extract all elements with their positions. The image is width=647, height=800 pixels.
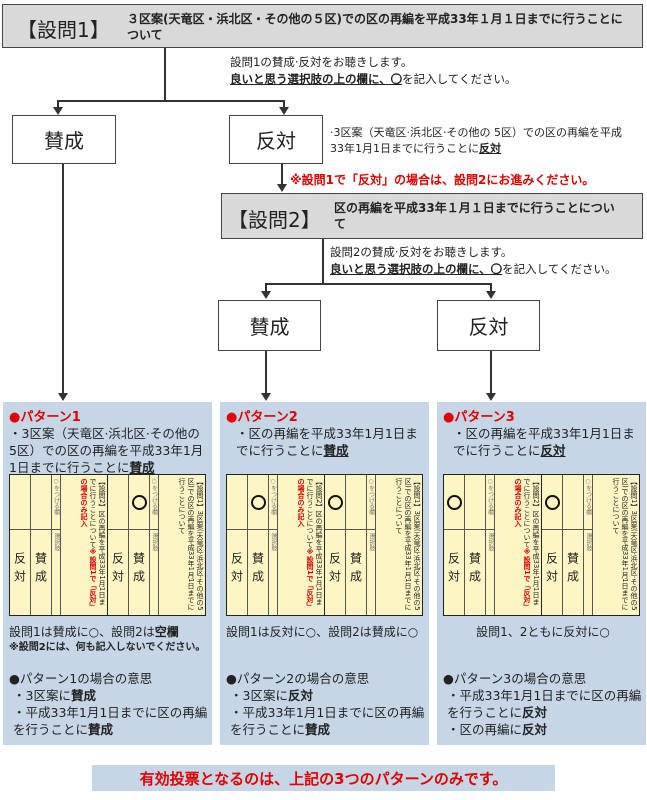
- pattern-title: ●パターン2: [226, 410, 298, 425]
- question-2-text: 区の再編を平成33年１月１日までに行うことについて: [334, 201, 615, 231]
- ballot-yes-column[interactable]: 賛成: [248, 475, 269, 615]
- ballot-question-1: 反対賛成 ○をつける欄選択肢 【設問1】3区案(天竜区·浜北区·その他の5区)で…: [325, 475, 422, 615]
- question-2-label: 【設問2】: [228, 208, 321, 232]
- circle-mark-icon: [544, 494, 560, 510]
- ballot-q2-note: ※設問1で「反対」の場合のみ記入: [514, 478, 531, 610]
- ballot-yes-column[interactable]: 賛成: [31, 475, 52, 615]
- ballot-no-column[interactable]: 反対: [108, 475, 129, 615]
- ballot-example: 反対賛成 ○をつける欄選択肢 【設問2】区の再編を平成33年1月1日までに行うこ…: [9, 474, 206, 616]
- question-1-text: ３区案(天竜区・浜北区・その他の５区)での区の再編を平成33年１月１日までに行う…: [127, 12, 623, 42]
- q2-no-box: 反対: [437, 300, 540, 351]
- question-2-instruction: 設問2の賛成·反対をお聴きします。 良いと思う選択肢の上の欄に、〇を記入してくだ…: [330, 245, 617, 276]
- pattern-1-panel: ●パターン1 ・3区案（天竜区·浜北区·その他の5区）での区の再編を平成33年1…: [3, 402, 212, 745]
- pattern-intent: ●パターン1の場合の意思 ・3区案に賛成 ・平成33年1月1日までに区の再編を行…: [9, 671, 208, 737]
- ballot-yes-column[interactable]: 賛成: [346, 475, 367, 615]
- circle-mark-icon: [327, 494, 343, 510]
- pattern-2-panel: ●パターン2 ・区の再編を平成33年1月1日までに行うことに賛成 反対賛成 ○を…: [220, 402, 429, 745]
- ballot-no-column[interactable]: 反対: [444, 475, 465, 615]
- ballot-q2-text: 【設問2】区の再編を平成33年1月1日までに行うことについて: [523, 478, 540, 606]
- ballot-q2-text: 【設問2】区の再編を平成33年1月1日までに行うことについて: [89, 478, 106, 606]
- question-1-header: 【設問1】 ３区案(天竜区・浜北区・その他の５区)での区の再編を平成33年１月１…: [2, 4, 643, 48]
- ballot-q1-text: 【設問1】3区案(天竜区·浜北区·その他の5区)での区の再編を平成33年1月1日…: [612, 478, 638, 611]
- question-2-header: 【設問2】 区の再編を平成33年１月１日までに行うことについて: [221, 193, 643, 239]
- circle-mark-icon: [131, 494, 147, 510]
- pattern-summary: 設問1、2ともに反対に○: [476, 625, 610, 639]
- ballot-yes-column[interactable]: 賛成: [129, 475, 150, 615]
- ballot-no-column[interactable]: 反対: [542, 475, 563, 615]
- q1-no-description: ·3区案（天竜区·浜北区·その他の 5区）での区の再編を平成33年1月1日までに…: [330, 126, 622, 155]
- ballot-q2-text: 【設問2】区の再編を平成33年1月1日までに行うことについて: [306, 478, 323, 606]
- pattern-title: ●パターン1: [9, 410, 81, 425]
- ballot-example: 反対賛成 ○をつける欄選択肢 【設問2】区の再編を平成33年1月1日までに行うこ…: [443, 474, 640, 616]
- pattern-description: ・区の再編を平成33年1月1日までに行うことに反対: [453, 426, 635, 458]
- q2-guidance: ※設問1で「反対」の場合は、設問2にお進みください。: [290, 173, 595, 187]
- pattern-summary: 設問1は賛成に○、設問2は空欄※設問2には、何も記入しないでください。: [9, 625, 206, 653]
- pattern-intent: ●パターン3の場合の意思 ・平成33年1月1日までに区の再編を行うことに反対 ・…: [443, 671, 642, 737]
- pattern-summary: 設問1は反対に○、設問2は賛成に○: [226, 625, 419, 639]
- ballot-yes-column[interactable]: 賛成: [563, 475, 584, 615]
- ballot-no-column[interactable]: 反対: [10, 475, 31, 615]
- pattern-title: ●パターン3: [443, 410, 515, 425]
- ballot-example: 反対賛成 ○をつける欄選択肢 【設問2】区の再編を平成33年1月1日までに行うこ…: [226, 474, 423, 616]
- circle-mark-icon: [250, 494, 266, 510]
- ballot-q1-text: 【設問1】3区案(天竜区·浜北区·その他の5区)での区の再編を平成33年1月1日…: [395, 478, 421, 611]
- ballot-q1-text: 【設問1】3区案(天竜区·浜北区·その他の5区)での区の再編を平成33年1月1日…: [178, 478, 204, 611]
- q1-no-box: 反対: [229, 115, 323, 164]
- ballot-no-column[interactable]: 反対: [227, 475, 248, 615]
- pattern-intent: ●パターン2の場合の意思 ・3区案に反対 ・平成33年1月1日までに区の再編を行…: [226, 671, 425, 737]
- pattern-3-panel: ●パターン3 ・区の再編を平成33年1月1日までに行うことに反対 反対賛成 ○を…: [437, 402, 646, 745]
- ballot-question-2: 反対賛成 ○をつける欄選択肢 【設問2】区の再編を平成33年1月1日までに行うこ…: [227, 475, 325, 615]
- pattern-description: ・区の再編を平成33年1月1日までに行うことに賛成: [236, 426, 418, 458]
- question-1-label: 【設問1】: [17, 18, 110, 42]
- ballot-no-column[interactable]: 反対: [325, 475, 346, 615]
- q1-yes-box: 賛成: [12, 115, 116, 164]
- question-1-instruction: 設問1の賛成·反対をお聴きします。 良いと思う選択肢の上の欄に、〇を記入してくだ…: [230, 55, 517, 86]
- q2-yes-box: 賛成: [218, 300, 321, 351]
- ballot-q2-note: ※設問1で「反対」の場合のみ記入: [80, 478, 97, 610]
- valid-vote-notice: 有効投票となるのは、上記の3つのパターンのみです。: [92, 765, 555, 791]
- ballot-question-2: 反対賛成 ○をつける欄選択肢 【設問2】区の再編を平成33年1月1日までに行うこ…: [10, 475, 108, 615]
- ballot-question-1: 反対賛成 ○をつける欄選択肢 【設問1】3区案(天竜区·浜北区·その他の5区)で…: [542, 475, 639, 615]
- circle-mark-icon: [446, 494, 462, 510]
- pattern-description: ・3区案（天竜区·浜北区·その他の5区）での区の再編を平成33年1月1日までに行…: [9, 426, 204, 475]
- ballot-q2-note: ※設問1で「反対」の場合のみ記入: [297, 478, 314, 610]
- ballot-question-2: 反対賛成 ○をつける欄選択肢 【設問2】区の再編を平成33年1月1日までに行うこ…: [444, 475, 542, 615]
- ballot-question-1: 反対賛成 ○をつける欄選択肢 【設問1】3区案(天竜区·浜北区·その他の5区)で…: [108, 475, 205, 615]
- ballot-yes-column[interactable]: 賛成: [465, 475, 486, 615]
